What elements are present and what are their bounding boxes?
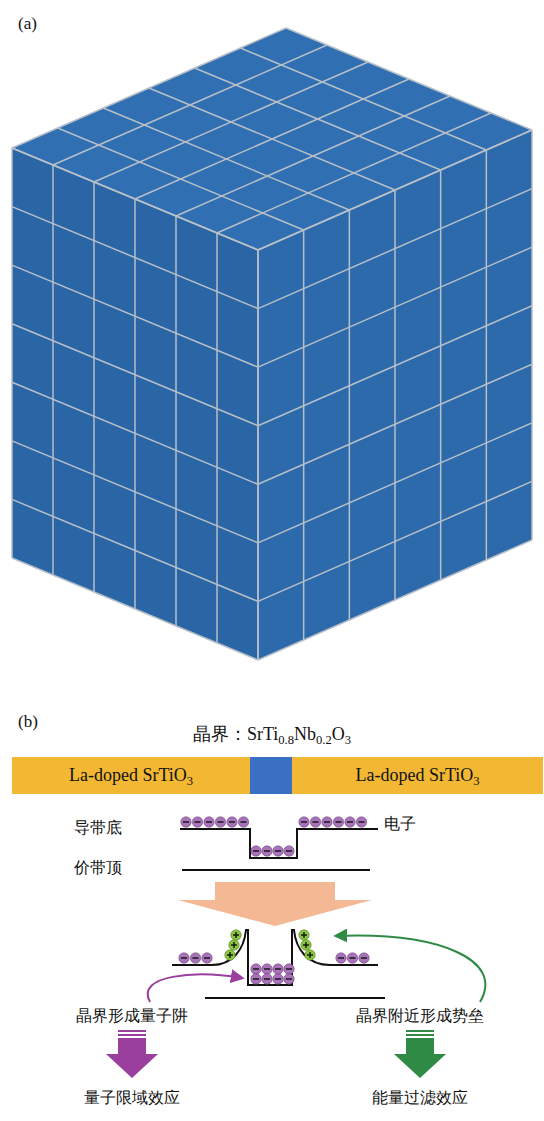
title-label: 晶界：SrTi0.8Nb0.2O3 bbox=[193, 724, 351, 746]
panel-label: (a) bbox=[18, 14, 37, 34]
electron-label: 电子 bbox=[384, 814, 416, 833]
cube-right bbox=[258, 130, 532, 660]
band-label: 导带底 bbox=[74, 818, 122, 837]
material-segment: La-doped SrTiO3 bbox=[292, 757, 543, 794]
band-label: 价带顶 bbox=[74, 858, 122, 877]
cube-left bbox=[12, 148, 258, 660]
leader-arrow bbox=[336, 936, 485, 1002]
segment-label: La-doped SrTiO3 bbox=[69, 765, 193, 786]
effect-label: 量子限域效应 bbox=[84, 1088, 180, 1107]
valence-band bbox=[182, 869, 370, 871]
effect-arrow bbox=[106, 1030, 158, 1078]
callout-label: 晶界形成量子阱 bbox=[76, 1006, 188, 1025]
conduction-band-barrier bbox=[172, 930, 378, 985]
cube-grid bbox=[12, 28, 532, 660]
material-segment: La-doped SrTiO3 bbox=[12, 757, 250, 794]
leader-arrow bbox=[148, 975, 242, 1002]
conduction-band bbox=[180, 829, 378, 858]
callout-label: 晶界附近形成势垒 bbox=[356, 1006, 484, 1025]
effect-label: 能量过滤效应 bbox=[372, 1088, 468, 1107]
panel-label: (b) bbox=[18, 712, 38, 732]
charges bbox=[179, 817, 369, 984]
grain-boundary-segment bbox=[250, 757, 292, 794]
valence-band bbox=[205, 997, 385, 999]
effect-arrow bbox=[394, 1030, 446, 1078]
transition-arrow bbox=[178, 882, 372, 926]
segment-label: La-doped SrTiO3 bbox=[355, 765, 479, 786]
